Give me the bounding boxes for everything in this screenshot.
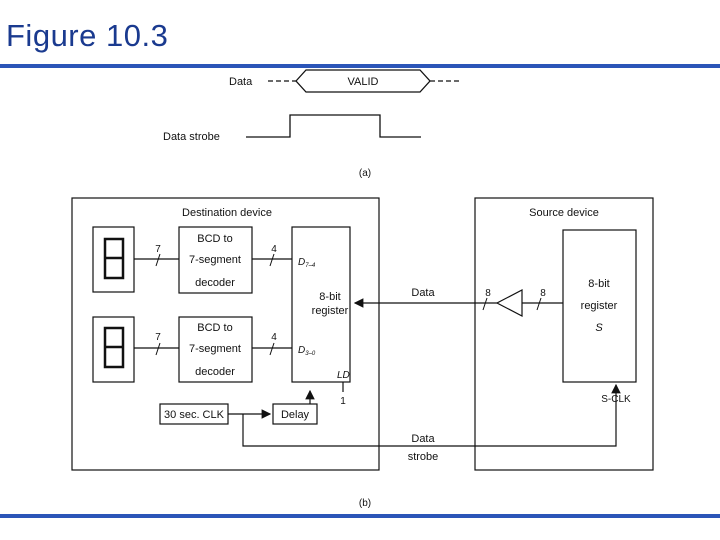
decoder-top-line3: decoder [195,277,235,289]
data-bits-left: 8 [485,288,491,299]
data-bus-left-slash [482,297,488,311]
decoder-bottom-line2: 7-segment [189,343,241,355]
block-diagram-caption: (b) [359,498,371,509]
segment-bus-bottom-slash [155,342,161,356]
destination-register-box [291,226,351,383]
timing-diagram: Data VALID Data strobe (a) [163,69,460,179]
delay-box [272,403,318,425]
load-label: LD [337,370,350,381]
segment-bits-bottom: 7 [155,332,161,343]
decoder-bottom-line1: BCD to [197,322,232,334]
segment-bus-top-slash [155,253,161,267]
timing-data-label: Data [229,76,253,88]
timing-valid-label: VALID [348,76,379,88]
register-signal-d-low: D3–0 [298,345,316,357]
destination-device-label: Destination device [182,207,272,219]
bcd-bits-bottom: 4 [271,332,277,343]
timing-caption: (a) [359,168,371,179]
timing-strobe-label: Data strobe [163,131,220,143]
source-register-name: S [595,322,603,334]
slide-title: Figure 10.3 [6,18,169,53]
destination-register-line1: 8-bit [319,291,340,303]
bus-buffer [495,289,523,317]
segment-bits-top: 7 [155,244,161,255]
seven-segment-display-top [92,226,135,293]
seven-segment-display-bottom [92,316,135,383]
bcd-bits-top: 4 [271,244,277,255]
register-signal-d-high: D7–4 [298,257,316,269]
destination-register-line2: register [312,305,349,317]
source-register-line1: 8-bit [588,278,609,290]
delay-label: Delay [281,409,310,421]
source-device-box [474,197,654,471]
footer-divider [0,514,720,518]
data-bits-right: 8 [540,288,546,299]
strobe-to-sclk-wire [242,383,621,447]
data-line-label: Data [411,287,435,299]
destination-device-box [71,197,380,471]
sclk-label: S-CLK [601,394,631,405]
clock-label: 30 sec. CLK [164,409,225,421]
decoder-top-line2: 7-segment [189,254,241,266]
title-divider [0,64,720,68]
decoder-top-box [178,226,253,294]
source-device-label: Source device [529,207,599,219]
data-bus-right-slash [536,297,542,311]
bcd-bus-bottom-slash [269,342,275,356]
strobe-line-label-1: Data [411,433,435,445]
decoder-bottom-line3: decoder [195,366,235,378]
block-diagram: Destination device 7 BCD to 7-segment de… [71,197,654,509]
source-register-line2: register [581,300,618,312]
strobe-line-label-2: strobe [408,451,439,463]
source-register-box [562,229,637,383]
decoder-bottom-box [178,316,253,383]
bcd-bus-top-slash [269,253,275,267]
ld-value: 1 [340,396,346,407]
timing-strobe-pulse [246,114,421,138]
decoder-top-line1: BCD to [197,233,232,245]
